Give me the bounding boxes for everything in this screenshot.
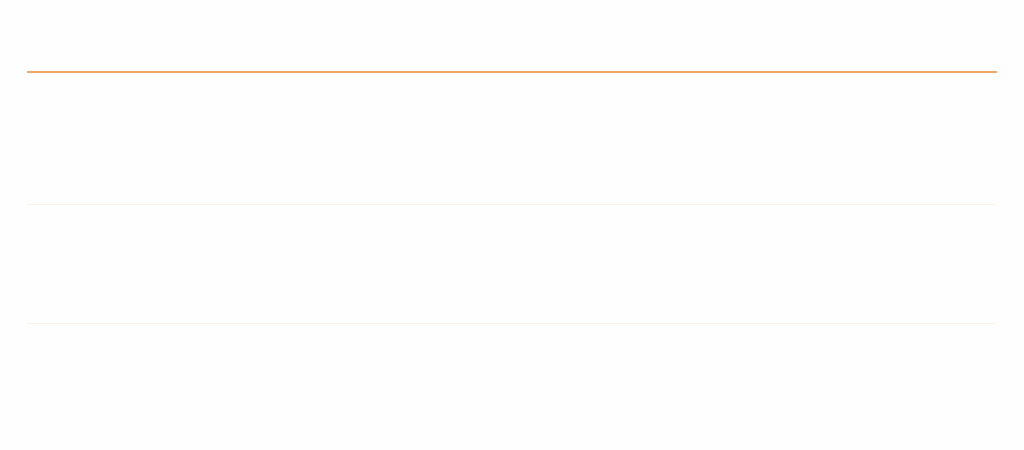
row-divider (27, 204, 997, 205)
accent-divider (27, 71, 997, 73)
row-divider (27, 323, 997, 324)
